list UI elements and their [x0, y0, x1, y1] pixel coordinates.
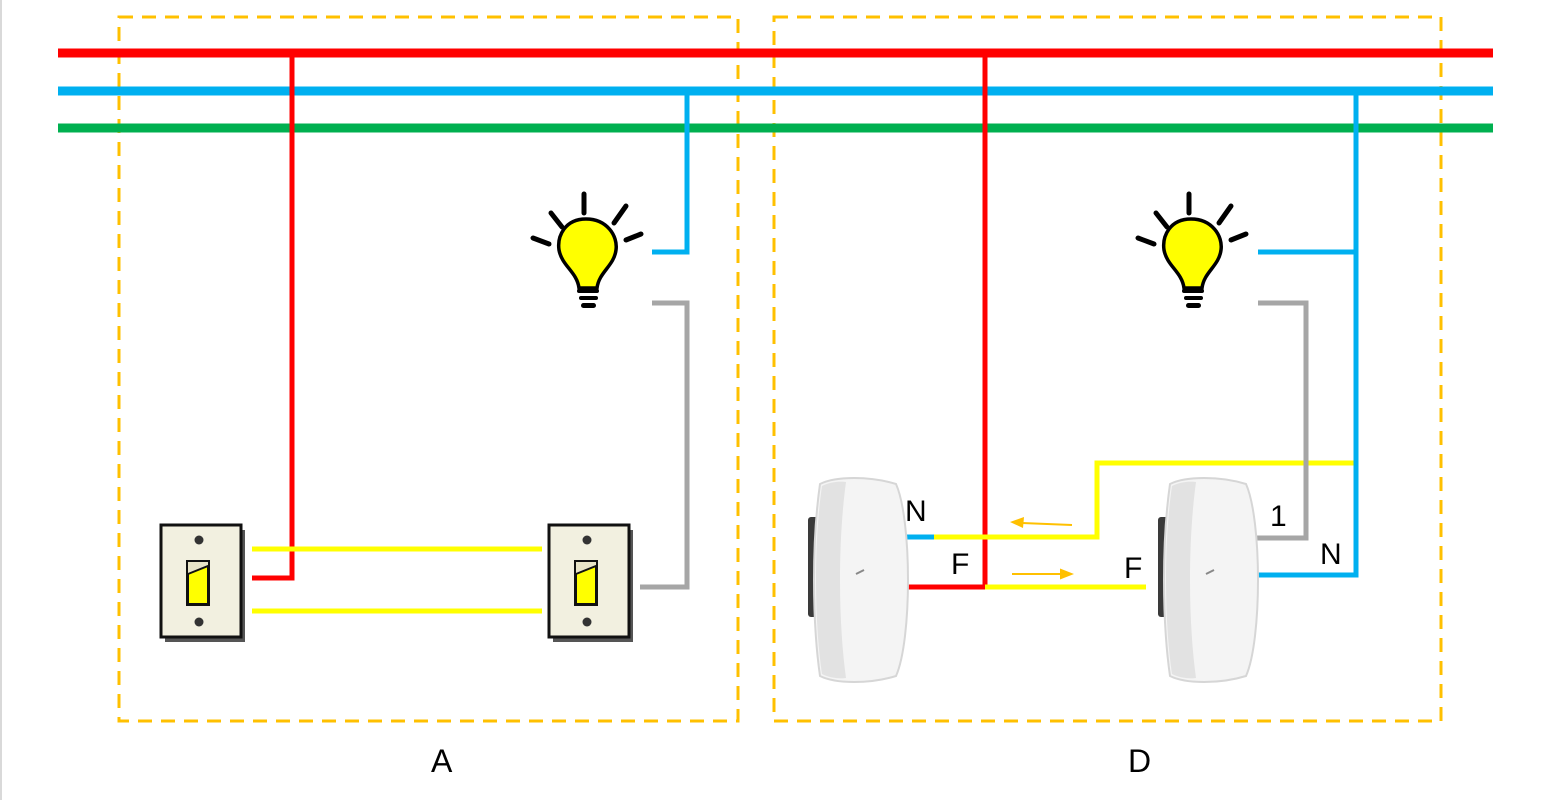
arrow-right-icon — [1012, 568, 1074, 580]
phase-drop-a — [252, 53, 295, 581]
terminal-label-one: 1 — [1270, 500, 1287, 533]
terminal-label-n-right: N — [1320, 538, 1342, 571]
light-bulb-icon-d — [1138, 194, 1246, 308]
terminal-label-f-left: F — [951, 548, 969, 581]
frame-a — [117, 15, 740, 723]
arrow-left-icon — [1010, 517, 1073, 528]
left-edge-line — [0, 0, 2, 800]
light-bulb-icon-a — [533, 194, 641, 308]
return-wire-a — [640, 300, 690, 590]
panel-caption-a: A — [431, 743, 453, 779]
terminal-label-n-left: N — [905, 495, 927, 528]
toggle-switch-icon-a-left — [159, 523, 247, 644]
neutral-drop-a — [652, 91, 690, 255]
wall-switch-plate-icon-d-right — [1157, 477, 1259, 683]
switched-return-d — [934, 460, 1356, 540]
terminal-label-f-right: F — [1124, 552, 1142, 585]
toggle-switch-icon-a-right — [547, 523, 635, 644]
panel-caption-d: D — [1128, 743, 1151, 779]
neutral-drop-d — [1244, 91, 1359, 578]
wall-switch-plate-icon-d-left — [807, 477, 909, 683]
frame-d — [772, 15, 1443, 723]
return-wire-d — [1244, 300, 1309, 541]
